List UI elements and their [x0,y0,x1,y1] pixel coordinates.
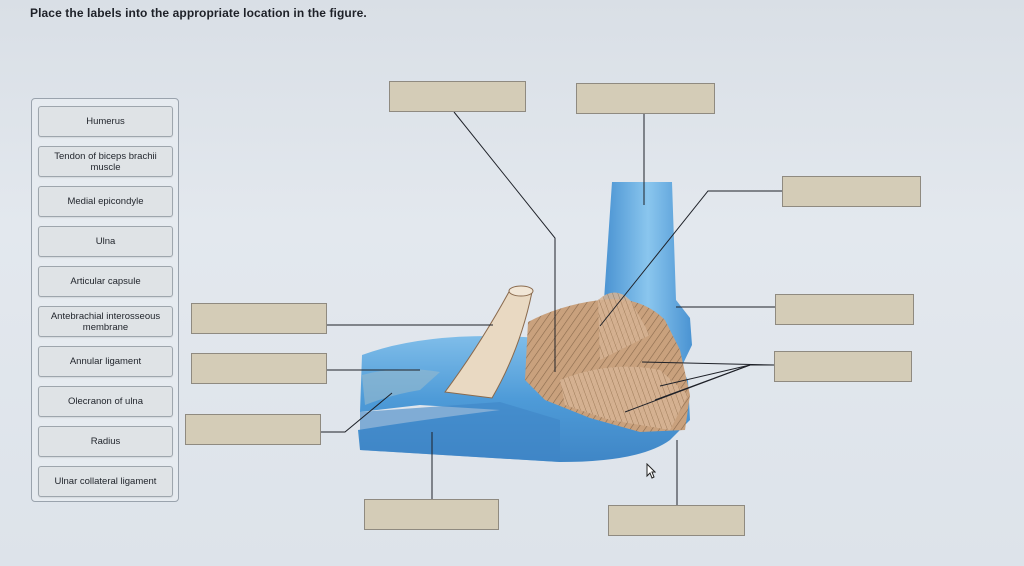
drop-target-7[interactable] [191,353,327,384]
label-interosseous-membrane[interactable]: Antebrachial interosseous membrane [38,306,173,337]
leader-line-9 [624,364,751,413]
drop-target-8[interactable] [185,414,321,445]
biceps-tendon-top [508,285,534,297]
interosseous-shape [362,369,440,405]
forearm-lower-band [360,402,560,462]
leader-line-11 [321,392,393,433]
biceps-tendon-shape [444,289,533,399]
drop-target-3[interactable] [782,176,921,207]
label-olecranon[interactable]: Olecranon of ulna [38,386,173,417]
label-medial-epicondyle[interactable]: Medial epicondyle [38,186,173,217]
fan-ligament [598,292,650,360]
leader-line-1 [453,111,556,372]
label-articular-capsule[interactable]: Articular capsule [38,266,173,297]
instruction-text: Place the labels into the appropriate lo… [30,6,367,20]
drop-target-1[interactable] [389,81,526,112]
drop-target-5[interactable] [774,351,912,382]
label-humerus[interactable]: Humerus [38,106,173,137]
label-ulna[interactable]: Ulna [38,226,173,257]
label-biceps-tendon[interactable]: Tendon of biceps brachii muscle [38,146,173,177]
label-radius[interactable]: Radius [38,426,173,457]
label-ulnar-collateral-ligament[interactable]: Ulnar collateral ligament [38,466,173,497]
label-bank: Humerus Tendon of biceps brachii muscle … [31,98,179,502]
leader-lines [321,111,782,505]
drop-target-2[interactable] [576,83,715,114]
ligament-band [560,366,688,430]
drop-target-6[interactable] [191,303,327,334]
mouse-cursor-icon [646,463,656,479]
label-annular-ligament[interactable]: Annular ligament [38,346,173,377]
drop-target-4[interactable] [775,294,914,325]
drop-target-10[interactable] [608,505,745,536]
drop-target-9[interactable] [364,499,499,530]
leader-line-3 [599,190,782,327]
